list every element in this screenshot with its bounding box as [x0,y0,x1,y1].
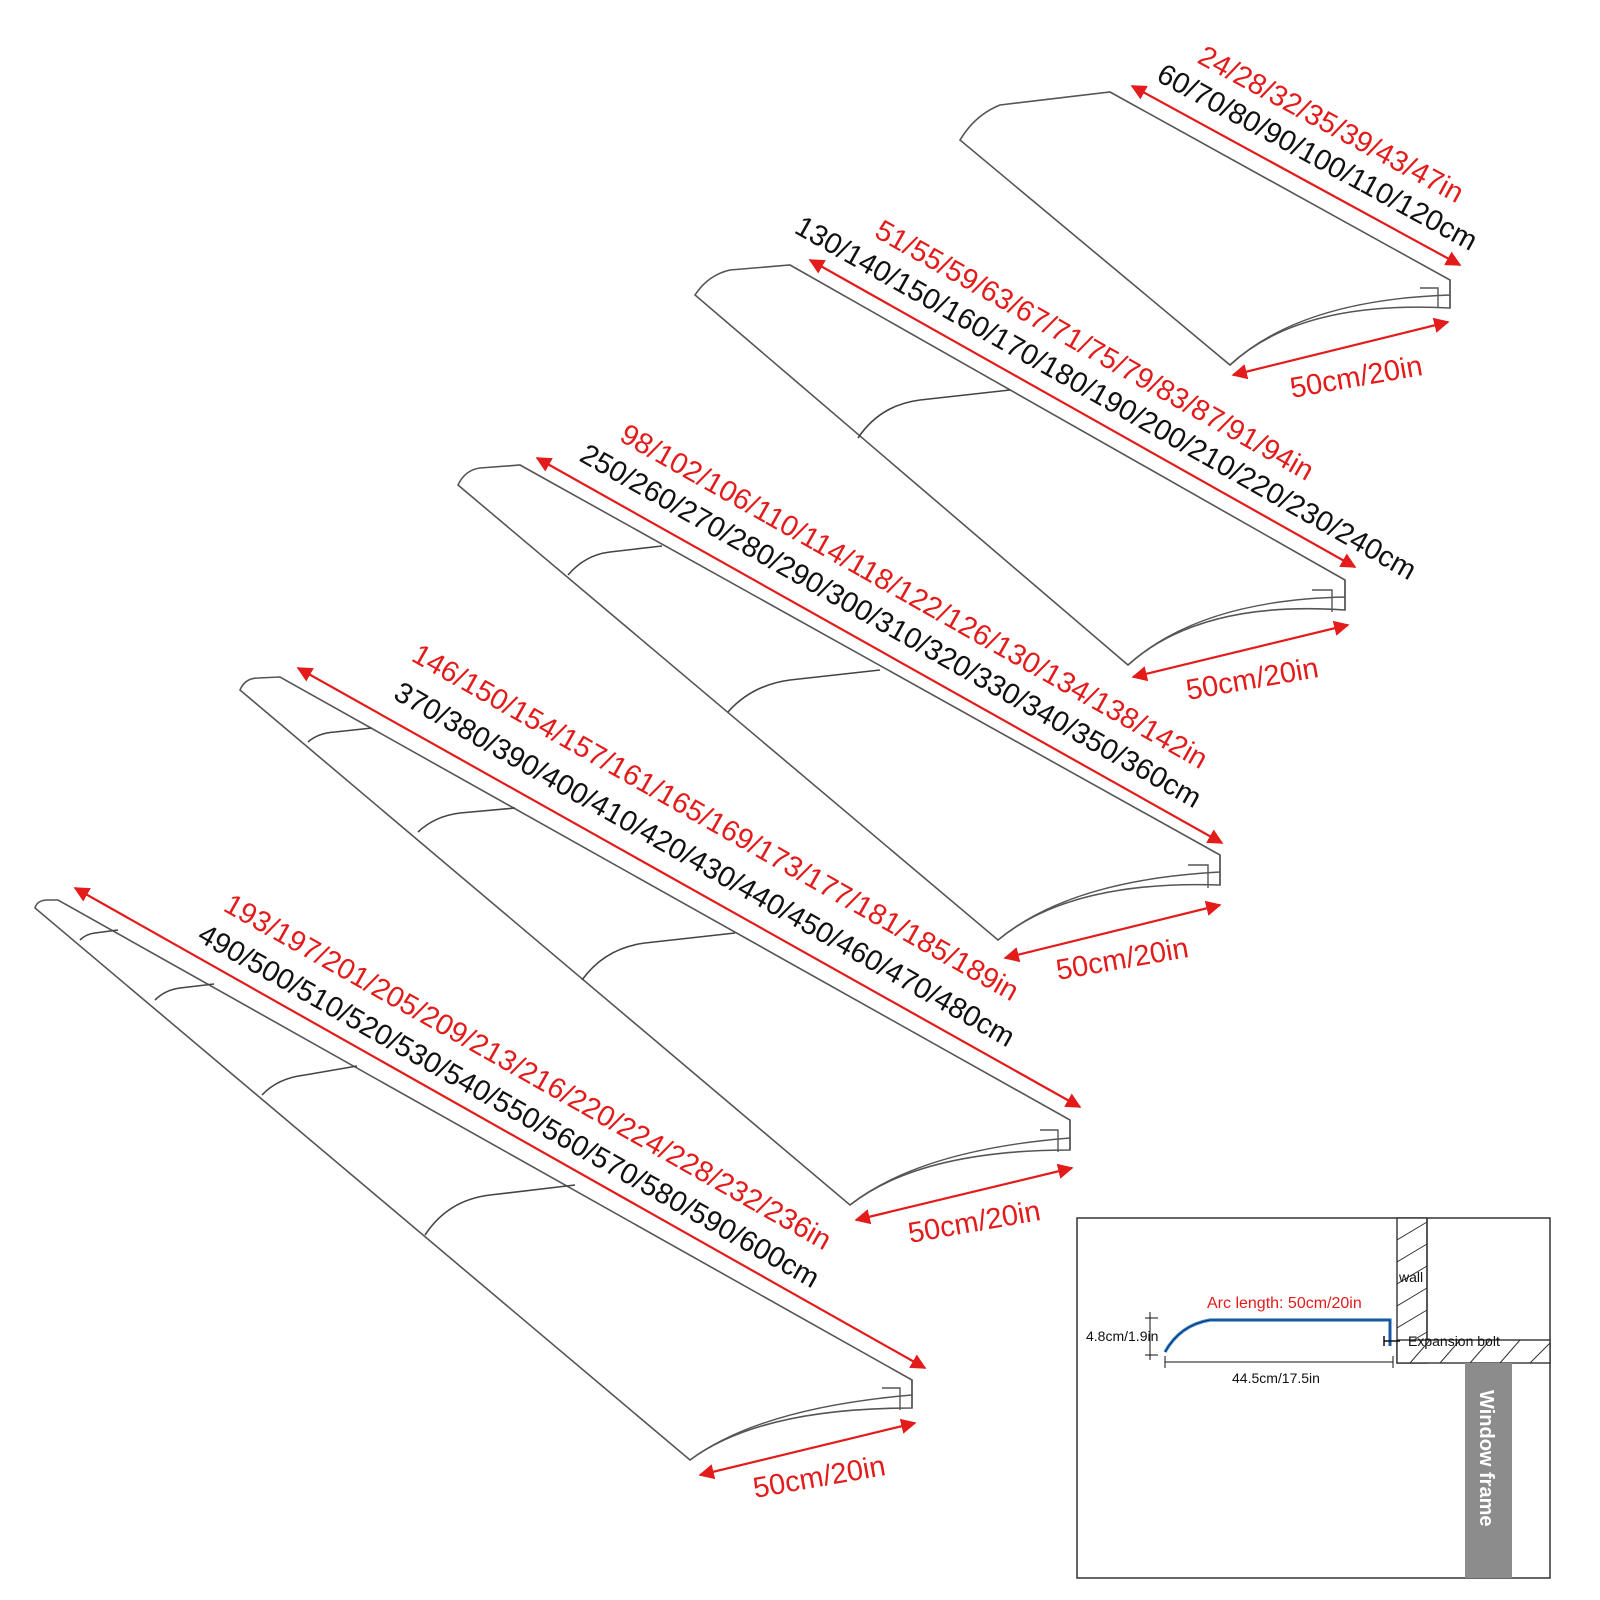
wall-label: wall [1398,1269,1423,1285]
length-arrow-5 [73,887,927,1369]
height-label: 4.8cm/1.9in [1086,1328,1158,1344]
expansion-bolt-label: Expansion bolt [1408,1333,1500,1349]
length-arrow-3 [535,457,1224,844]
length-arrow-2 [808,259,1357,568]
window-frame-label: Window frame [1475,1390,1497,1527]
depth-label-1: 50cm/20in [1288,350,1425,405]
width-label: 44.5cm/17.5in [1232,1370,1320,1386]
length-arrow-1 [1130,85,1462,266]
installation-inset: wall Window frame Expansion bolt Arc len… [1076,1217,1551,1579]
arc-length-label: Arc length: 50cm/20in [1207,1295,1362,1312]
window-frame [1465,1363,1512,1578]
depth-arrow-5 [698,1418,917,1480]
wall-section [1396,1217,1551,1364]
